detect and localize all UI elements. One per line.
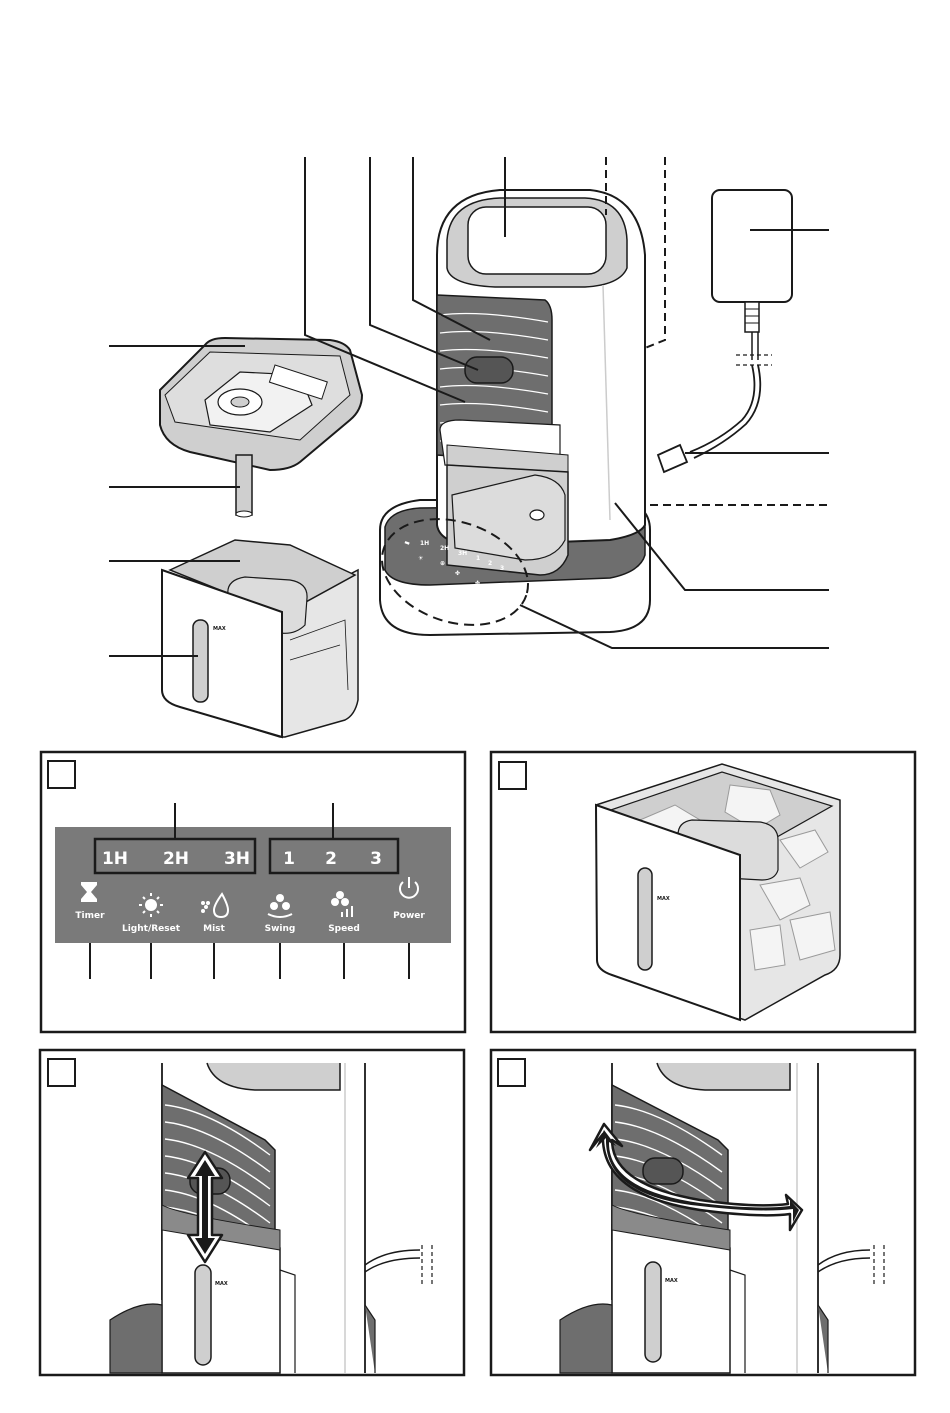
tank-with-ice: MAX [596, 764, 840, 1020]
button-label-mist: Mist [203, 924, 225, 934]
tank-max-mark: MAX [215, 1281, 228, 1287]
panel-letter-box [498, 1059, 525, 1086]
figure-panel-control: 1H 2H 3H 1 2 3 [41, 752, 465, 1032]
panel-letter-box [48, 1059, 75, 1086]
svg-text:2: 2 [488, 560, 492, 567]
speed-option-1: 1 [283, 849, 295, 869]
tank-max-mark: MAX [657, 896, 670, 902]
svg-text:✤: ✤ [455, 570, 460, 577]
svg-text:⏻: ⏻ [500, 587, 505, 594]
button-label-timer: Timer [75, 911, 105, 921]
control-panel-bar [55, 827, 451, 943]
speed-option-3: 3 [370, 849, 382, 869]
svg-text:3H: 3H [458, 550, 467, 557]
svg-text:1H: 1H [420, 540, 429, 547]
power-adapter [658, 190, 792, 472]
figure-panel-horizontal-adjust: MAX [491, 1050, 915, 1375]
speed-option-2: 2 [325, 849, 337, 869]
svg-text:1: 1 [476, 555, 480, 562]
air-cooler-unit: ▮ 1H 2H 3H 1 2 3 ☀ ⊕ ✤ ✤ ⏻ [368, 190, 650, 643]
button-label-swing: Swing [265, 924, 296, 934]
svg-text:☀: ☀ [418, 555, 424, 562]
timer-option-3h: 3H [224, 849, 250, 869]
water-tank: MAX [162, 540, 358, 737]
overview-figure: ▮ 1H 2H 3H 1 2 3 ☀ ⊕ ✤ ✤ ⏻ [109, 157, 829, 737]
figure-panel-ice-tank: MAX [491, 752, 915, 1032]
timer-option-2h: 2H [163, 849, 189, 869]
tank-lid-part [160, 338, 362, 517]
panel-letter-box [499, 762, 526, 789]
button-label-speed: Speed [328, 924, 360, 934]
timer-option-1h: 1H [102, 849, 128, 869]
svg-text:✤: ✤ [475, 580, 480, 587]
tank-max-mark: MAX [213, 626, 226, 632]
tank-max-mark: MAX [665, 1278, 678, 1284]
panel-letter-box [48, 761, 75, 788]
figure-panel-vertical-adjust: MAX [40, 1050, 464, 1375]
button-label-light-reset: Light/Reset [122, 924, 181, 934]
svg-text:⊕: ⊕ [440, 560, 445, 567]
svg-text:3: 3 [500, 565, 504, 572]
svg-text:2H: 2H [440, 545, 449, 552]
button-label-power: Power [393, 911, 425, 921]
